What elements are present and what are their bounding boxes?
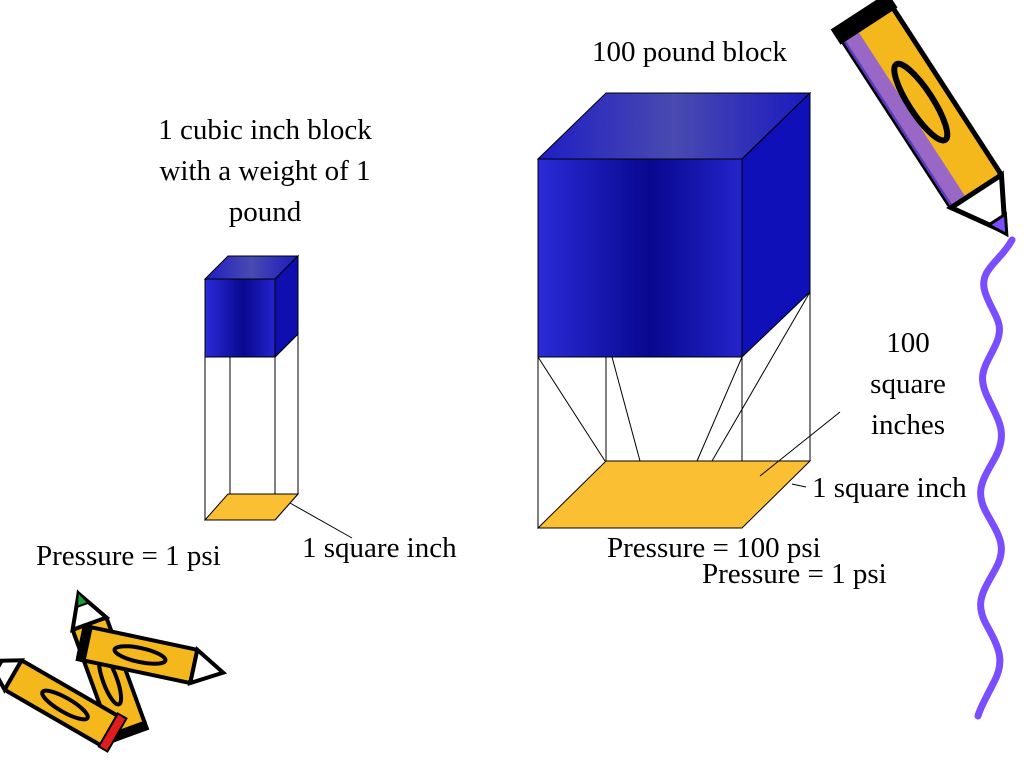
small-base-square [203, 493, 300, 521]
big-unit-area-pointer [791, 483, 807, 488]
big-unit-area-label: 1 square inch [812, 472, 967, 504]
small-area-label: 1 square inch [302, 532, 457, 564]
small-block [203, 254, 300, 359]
small-block-caption-line3: pound [228, 196, 302, 228]
squiggle-line [974, 236, 1016, 720]
big-area-label-line2: square [870, 368, 946, 400]
big-block [536, 91, 812, 359]
small-block-caption-line2: with a weight of 1 [159, 155, 371, 187]
big-pressure-label: Pressure = 100 psi [607, 532, 821, 564]
big-area-pointer [759, 411, 841, 477]
big-block-caption: 100 pound block [592, 36, 787, 68]
big-area-label-line1: 100 [886, 327, 930, 359]
crossed-pencils-icon [0, 589, 228, 753]
small-pressure-label: Pressure = 1 psi [36, 540, 221, 572]
small-column [203, 333, 300, 521]
big-area-label-line3: inches [870, 409, 946, 441]
small-block-caption: 1 cubic inch block with a weight of 1 po… [110, 110, 420, 233]
big-unit-pressure-label: Pressure = 1 psi [702, 558, 887, 590]
big-area-label: 100 square inches [848, 323, 968, 446]
big-column [536, 291, 812, 529]
small-area-pointer [289, 502, 353, 539]
pencil-icon [830, 0, 1009, 238]
small-block-caption-line1: 1 cubic inch block [158, 114, 372, 146]
big-base-square [536, 460, 812, 529]
